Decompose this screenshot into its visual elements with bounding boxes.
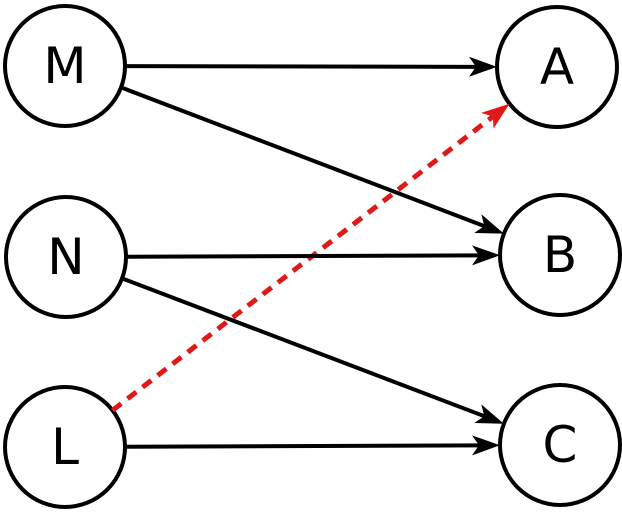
graph-node-B: B — [498, 193, 622, 317]
graph-node-A: A — [495, 5, 619, 129]
edge-line-M-B — [120, 85, 486, 228]
edge-line-L-A — [110, 114, 495, 413]
graph-edge-N-C — [121, 276, 504, 424]
node-label-N: N — [47, 228, 84, 286]
node-circle-A — [495, 5, 619, 129]
graph-node-N: N — [4, 195, 128, 319]
graph-node-M: M — [3, 4, 127, 128]
edge-arrowhead-N-B — [472, 245, 500, 266]
edge-arrowhead-L-A — [481, 103, 510, 129]
node-circle-L — [3, 385, 127, 509]
node-circle-C — [498, 383, 622, 507]
graph-edge-L-A — [110, 103, 510, 413]
edge-arrowhead-M-A — [469, 56, 497, 77]
node-circle-M — [3, 4, 127, 128]
graph-edge-M-A — [124, 56, 497, 77]
edge-line-M-A — [124, 64, 477, 69]
graph-edge-L-C — [124, 435, 500, 456]
graph-edge-M-B — [120, 85, 504, 234]
node-label-A: A — [540, 38, 574, 96]
graph-edge-N-B — [125, 245, 500, 266]
edge-arrowhead-N-C — [474, 404, 504, 424]
node-label-L: L — [51, 418, 79, 476]
edge-line-N-B — [125, 253, 480, 259]
graph-node-C: C — [498, 383, 622, 507]
node-label-C: C — [543, 416, 578, 474]
edge-arrowhead-L-C — [472, 435, 500, 456]
graph-node-L: L — [3, 385, 127, 509]
node-circle-N — [4, 195, 128, 319]
edge-line-N-C — [121, 276, 486, 419]
node-label-B: B — [543, 226, 577, 284]
node-label-M: M — [43, 37, 86, 95]
edge-line-L-C — [124, 443, 480, 449]
node-circle-B — [498, 193, 622, 317]
edge-arrowhead-M-B — [474, 214, 504, 234]
